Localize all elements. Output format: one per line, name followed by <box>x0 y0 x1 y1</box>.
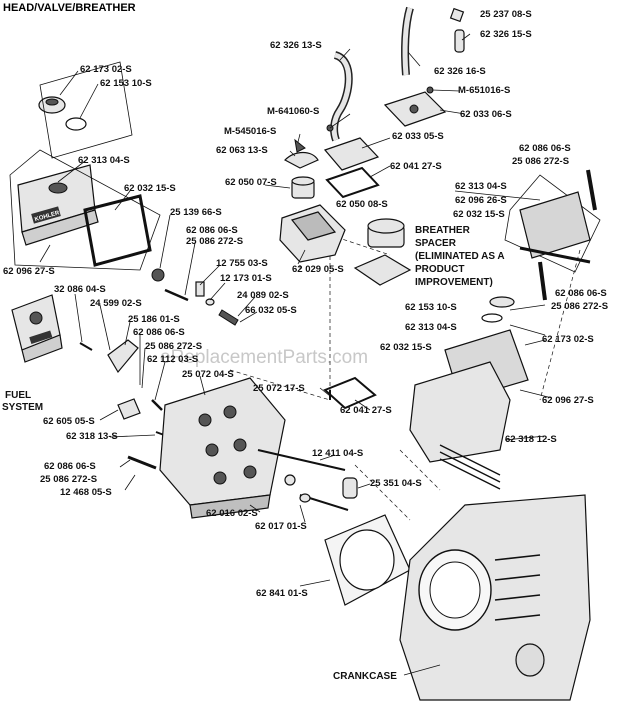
part-label[interactable]: 12 468 05-S <box>60 487 112 498</box>
part-label[interactable]: 12 173 01-S <box>220 273 272 284</box>
breather-housing <box>279 204 346 263</box>
cover-stamp-left <box>31 206 61 224</box>
part-label[interactable]: M-545016-S <box>224 126 276 137</box>
valve-cover-left: KOHLER <box>17 164 99 246</box>
part-label[interactable]: 62 033 05-S <box>392 131 444 142</box>
head-gasket <box>324 514 411 606</box>
breather-cover-center <box>323 137 380 199</box>
cylinder-head-right <box>409 361 511 490</box>
part-label[interactable]: 62 050 08-S <box>336 199 388 210</box>
valves <box>257 449 358 511</box>
part-label[interactable]: 62 112 03-S <box>147 354 198 365</box>
part-label[interactable]: 62 173 02-S <box>542 334 594 345</box>
fuel-system-note-line1: FUEL <box>5 390 31 401</box>
breather-spacer-note-line2: SPACER <box>415 238 457 249</box>
right-cover-bracket-outline <box>504 174 601 273</box>
cover-bracket-outline <box>9 149 161 271</box>
part-label[interactable]: 62 032 15-S <box>380 342 432 353</box>
assembly-lines <box>229 230 581 521</box>
part-label[interactable]: 62 086 06-S <box>133 327 185 338</box>
crankcase-note: CRANKCASE <box>333 671 397 682</box>
part-labels: 25 237 08-S 62 326 13-S 62 326 15-S 62 1… <box>3 9 608 599</box>
part-label[interactable]: 25 072 04-S <box>182 369 234 380</box>
crankcase <box>399 494 591 701</box>
cap-bracket-outline <box>39 61 133 159</box>
part-label[interactable]: 62 086 06-S <box>186 225 238 236</box>
valve-cover-gasket-left <box>83 194 152 267</box>
part-label[interactable]: 62 041 27-S <box>390 161 442 172</box>
oil-fill-cap-right <box>481 261 547 323</box>
diagram-title: HEAD/VALVE/BREATHER <box>3 2 136 14</box>
part-label[interactable]: 32 086 04-S <box>54 284 106 295</box>
cylinder-head <box>159 377 286 519</box>
part-label[interactable]: 62 086 06-S <box>519 143 571 154</box>
part-label[interactable]: 66 032 05-S <box>245 305 297 316</box>
part-label[interactable]: 62 605 05-S <box>43 416 95 427</box>
part-label[interactable]: 62 313 04-S <box>78 155 130 166</box>
breather-spacer-note-line1: BREATHER <box>415 225 471 236</box>
part-label[interactable]: 62 096 27-S <box>3 266 55 277</box>
part-label[interactable]: 62 153 10-S <box>405 302 457 313</box>
section-notes: FUEL SYSTEM BREATHER SPACER (ELIMINATED … <box>2 225 505 682</box>
breather-spacer-note-line3: (ELIMINATED AS A <box>415 251 505 262</box>
oil-fill-cap <box>38 96 87 131</box>
part-label[interactable]: 62 326 15-S <box>480 29 532 40</box>
part-label[interactable]: 62 318 12-S <box>505 434 557 445</box>
valve-cover-right-upper <box>519 169 597 264</box>
part-label[interactable]: 62 313 04-S <box>455 181 507 192</box>
part-label[interactable]: 62 173 02-S <box>80 64 132 75</box>
breather-cover-upper <box>383 91 447 127</box>
part-label[interactable]: 62 041 27-S <box>340 405 392 416</box>
part-label[interactable]: 12 411 04-S <box>312 448 363 459</box>
part-label[interactable]: 62 086 06-S <box>555 288 607 299</box>
part-label[interactable]: 25 351 04-S <box>370 478 422 489</box>
part-label[interactable]: 62 313 04-S <box>405 322 457 333</box>
part-label[interactable]: 25 237 08-S <box>480 9 532 20</box>
part-label[interactable]: 62 326 13-S <box>270 40 322 51</box>
breather-spacer <box>353 218 412 286</box>
part-label[interactable]: 62 096 26-S <box>455 195 507 206</box>
breather-spacer-note-line4: PRODUCT <box>415 264 464 275</box>
part-label[interactable]: 25 086 272-S <box>186 236 243 247</box>
breather-spacer-note-line5: IMPROVEMENT) <box>415 277 493 288</box>
part-label[interactable]: 62 063 13-S <box>216 145 268 156</box>
part-label[interactable]: 62 032 15-S <box>124 183 176 194</box>
part-label[interactable]: 62 326 16-S <box>434 66 486 77</box>
part-label[interactable]: 62 016 02-S <box>206 508 258 519</box>
part-label[interactable]: 62 017 01-S <box>255 521 307 532</box>
part-label[interactable]: 62 029 05-S <box>292 264 344 275</box>
breather-reed-parts <box>284 138 319 199</box>
part-label[interactable]: 25 086 272-S <box>512 156 569 167</box>
part-label[interactable]: 62 032 15-S <box>453 209 505 220</box>
leader-lines <box>39 33 553 676</box>
lower-gasket <box>323 376 377 410</box>
part-label[interactable]: 62 050 07-S <box>225 177 277 188</box>
part-label[interactable]: 25 086 272-S <box>551 301 608 312</box>
part-label[interactable]: 25 086 272-S <box>40 474 97 485</box>
part-label[interactable]: 62 086 06-S <box>44 461 96 472</box>
part-label[interactable]: 24 089 02-S <box>237 290 289 301</box>
part-label[interactable]: 25 072 17-S <box>253 383 305 394</box>
part-label[interactable]: 12 755 03-S <box>216 258 268 269</box>
part-label[interactable]: 62 033 06-S <box>460 109 512 120</box>
part-label[interactable]: 62 318 13-S <box>66 431 118 442</box>
part-label[interactable]: 24 599 02-S <box>90 298 142 309</box>
fuel-system-note-line2: SYSTEM <box>2 402 43 413</box>
part-label[interactable]: 62 153 10-S <box>100 78 152 89</box>
fuel-system-unit <box>11 294 63 363</box>
watermark: eReplacementParts.com <box>160 347 368 368</box>
breather-hoses <box>326 6 465 142</box>
part-label[interactable]: 62 841 01-S <box>256 588 308 599</box>
part-label[interactable]: 62 096 27-S <box>542 395 594 406</box>
part-label[interactable]: 25 186 01-S <box>128 314 180 325</box>
small-hardware-left <box>79 268 239 470</box>
part-label[interactable]: M-651016-S <box>458 85 510 96</box>
part-label[interactable]: M-641060-S <box>267 106 319 117</box>
part-label[interactable]: 25 139 66-S <box>170 207 222 218</box>
part-label[interactable]: 25 086 272-S <box>145 341 202 352</box>
